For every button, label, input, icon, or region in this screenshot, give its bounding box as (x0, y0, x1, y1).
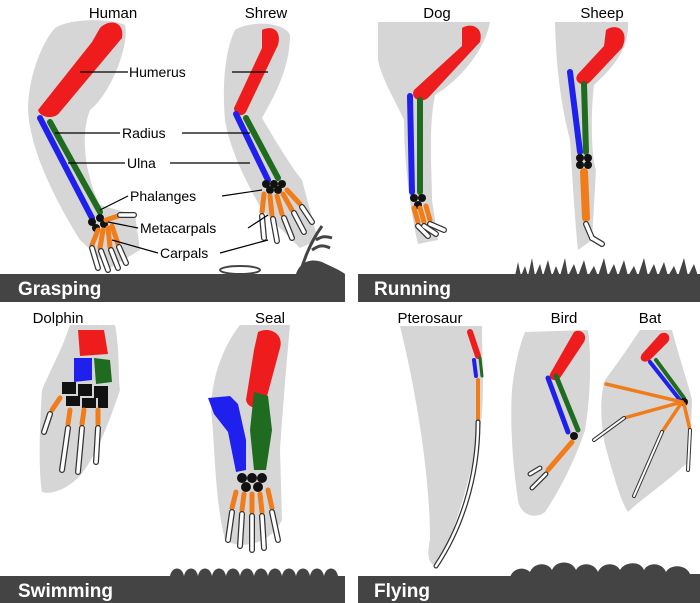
label-carpals: Carpals (160, 245, 208, 261)
panel-title-bar-grasping (0, 274, 345, 302)
panel-running: Dog Sheep Running (358, 5, 700, 302)
bat-limb (592, 332, 692, 498)
shrew-carpals (262, 180, 286, 194)
bird-metacarpals (545, 439, 575, 473)
dolphin-limb (41, 330, 112, 475)
pterosaur-humerus (467, 329, 481, 359)
clouds-decoration (510, 562, 700, 580)
panel-title-flying: Flying (374, 581, 430, 602)
seal-limb (208, 329, 281, 553)
panel-title-bar-flying (358, 576, 700, 603)
bone-label-group: Humerus Radius Ulna Phalanges Metacarpal… (55, 64, 269, 261)
label-metacarpals: Metacarpals (140, 220, 216, 236)
human-phalanges (89, 212, 137, 273)
bird-ulna (545, 375, 571, 435)
sheep-carpals (576, 154, 592, 169)
sheep-ulna (567, 69, 583, 155)
sheep-phalanges (583, 221, 605, 247)
panel-flying: Pterosaur Bird (358, 310, 700, 603)
shrew-ulna (233, 111, 271, 183)
bird-carpals (570, 432, 578, 440)
seal-carpals (237, 473, 267, 492)
label-humerus: Humerus (129, 64, 186, 80)
label-ulna: Ulna (127, 155, 156, 171)
grass-decoration (515, 258, 698, 276)
pterosaur-radius (478, 356, 484, 378)
human-ulna (37, 115, 95, 221)
shrew-phalanges (259, 204, 315, 244)
animal-name-bat: Bat (639, 310, 662, 327)
dog-phalanges (415, 221, 447, 239)
bird-humerus (549, 330, 586, 381)
panel-title-swimming: Swimming (18, 581, 113, 602)
animal-name-sheep: Sheep (580, 5, 623, 22)
human-arm-silhouette (28, 20, 140, 269)
animal-name-pterosaur: Pterosaur (397, 310, 462, 327)
dog-leg-silhouette (378, 22, 490, 244)
bat-humerus (640, 332, 670, 362)
human-humerus (38, 22, 123, 118)
seal-radius (250, 392, 272, 470)
animal-name-dog: Dog (423, 5, 451, 22)
label-radius: Radius (122, 125, 166, 141)
bat-metacarpals (604, 382, 692, 434)
bird-radius (553, 373, 581, 433)
pterosaur-phalanges (433, 419, 481, 569)
ground-mound (296, 260, 345, 274)
animal-name-dolphin: Dolphin (33, 310, 84, 327)
bird-phalanges (527, 465, 549, 491)
bat-phalanges (592, 416, 692, 498)
human-metacarpals (89, 213, 121, 251)
seal-metacarpals (229, 487, 275, 515)
rock-outline (219, 265, 261, 275)
bird-limb (527, 330, 586, 491)
sheep-limb (567, 27, 625, 247)
dolphin-humerus (78, 330, 108, 356)
dolphin-radius (94, 358, 112, 384)
bird-wing-silhouette (511, 330, 591, 516)
dog-ulna (407, 93, 415, 195)
animal-name-shrew: Shrew (245, 5, 288, 22)
sheep-humerus (576, 27, 625, 85)
pterosaur-ulna (472, 358, 478, 378)
shrew-radius (243, 115, 281, 181)
animal-name-seal: Seal (255, 310, 285, 327)
panel-title-running: Running (374, 279, 451, 300)
panel-title-grasping: Grasping (18, 279, 101, 300)
sheep-metacarpals (580, 168, 590, 222)
bat-ulna (648, 360, 682, 402)
panel-swimming: Dolphin Seal Swimming (0, 310, 345, 603)
dolphin-phalanges (41, 411, 101, 475)
shrew-metacarpals (259, 187, 303, 218)
dog-limb (407, 25, 481, 239)
animal-name-human: Human (89, 5, 137, 22)
panel-grasping: Human Shrew Humerus Radius (0, 5, 345, 302)
pterosaur-wing-silhouette (400, 326, 483, 565)
panel-title-bar-running (358, 274, 700, 302)
panel-title-bar-swimming (0, 576, 345, 603)
animal-name-bird: Bird (551, 310, 578, 327)
dolphin-ulna (74, 358, 92, 382)
pterosaur-limb (433, 329, 484, 569)
human-limb (37, 22, 137, 273)
dolphin-metacarpals (49, 395, 101, 427)
bat-radius (654, 358, 686, 400)
seal-humerus (246, 329, 281, 408)
seal-ulna (208, 396, 246, 472)
dog-humerus (413, 25, 481, 101)
seal-phalanges (225, 509, 281, 553)
label-phalanges: Phalanges (130, 188, 196, 204)
dolphin-carpals (62, 382, 108, 408)
sheep-leg-silhouette (555, 22, 629, 250)
dog-metacarpals (411, 203, 433, 225)
sheep-radius (581, 81, 589, 155)
human-radius (47, 119, 103, 215)
